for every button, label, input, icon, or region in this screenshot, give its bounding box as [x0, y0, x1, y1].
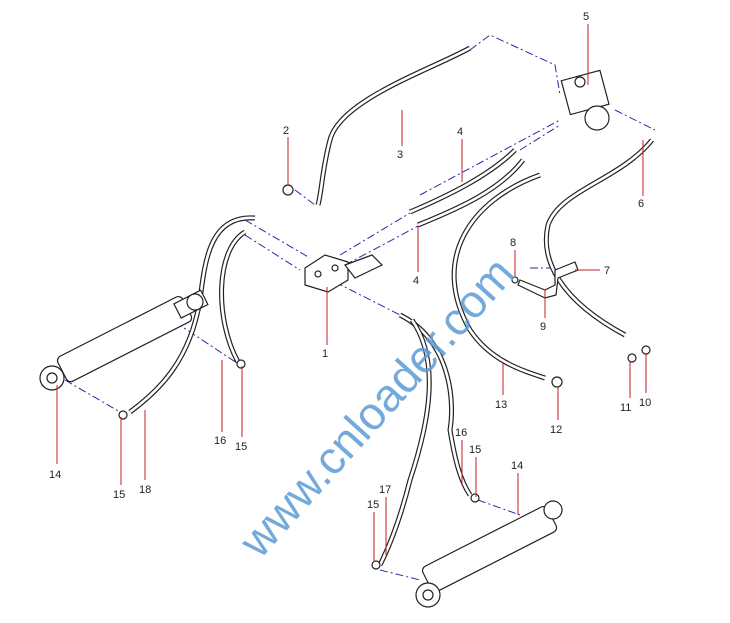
callout-14-left: 14 [49, 469, 61, 481]
callout-4-mid: 4 [413, 275, 419, 287]
callout-labels: 5 2 3 4 6 8 7 9 4 1 13 12 11 10 14 15 18… [49, 11, 651, 511]
callout-1: 1 [322, 348, 328, 360]
callout-7: 7 [604, 265, 610, 277]
leader-lines [56, 24, 647, 562]
callout-18: 18 [139, 484, 151, 496]
callout-15-mid: 15 [235, 441, 247, 453]
callout-13: 13 [495, 399, 507, 411]
hoses [128, 45, 654, 567]
callout-6: 6 [638, 198, 644, 210]
steering-unit [560, 69, 610, 131]
callout-15-left: 15 [113, 489, 125, 501]
valve-block [304, 254, 384, 293]
callout-4-top: 4 [457, 126, 463, 138]
cylinder-right [415, 500, 563, 608]
callout-16-left: 16 [214, 435, 226, 447]
callout-3: 3 [397, 149, 403, 161]
callout-15-bottom: 15 [367, 499, 379, 511]
callout-12: 12 [550, 424, 562, 436]
assembly-centerlines [64, 34, 656, 581]
callout-14-right: 14 [511, 460, 523, 472]
callout-16-right: 16 [455, 427, 467, 439]
callout-15-right: 15 [469, 444, 481, 456]
callout-10: 10 [639, 397, 651, 409]
callout-2: 2 [283, 125, 289, 137]
callout-11: 11 [620, 402, 631, 414]
callout-8: 8 [510, 237, 516, 249]
callout-9: 9 [540, 321, 546, 333]
cylinder-left [39, 289, 209, 391]
fittings [118, 184, 651, 570]
watermark: www.cnloader.com [228, 247, 524, 568]
callout-5: 5 [583, 11, 589, 23]
callout-17: 17 [379, 484, 391, 496]
